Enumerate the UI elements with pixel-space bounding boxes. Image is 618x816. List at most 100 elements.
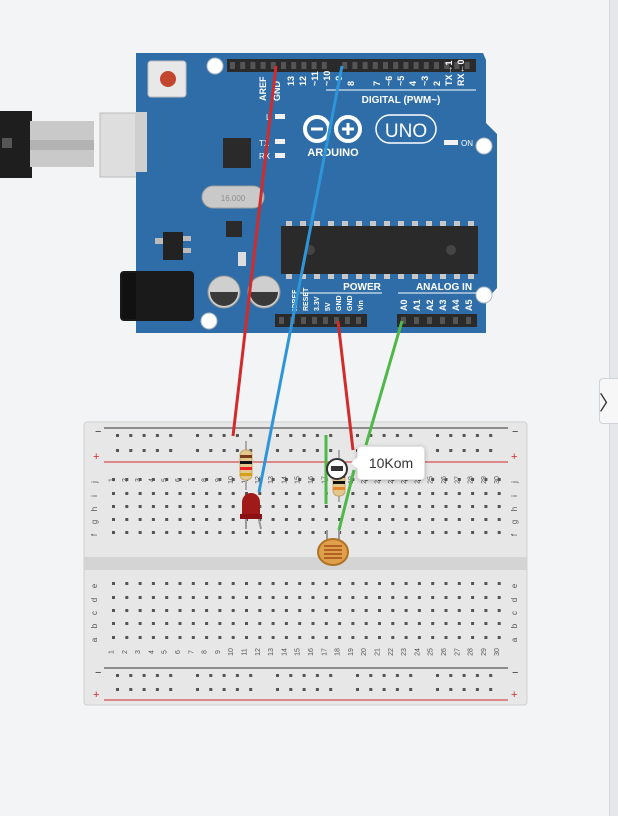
- rail-hole[interactable]: [142, 449, 146, 452]
- breadboard-hole[interactable]: [471, 582, 475, 585]
- breadboard-hole[interactable]: [218, 531, 222, 534]
- header-pin[interactable]: [342, 62, 348, 69]
- breadboard-hole[interactable]: [457, 492, 461, 495]
- breadboard-hole[interactable]: [417, 636, 421, 639]
- breadboard-hole[interactable]: [218, 492, 222, 495]
- breadboard-hole[interactable]: [258, 531, 262, 534]
- rail-hole[interactable]: [409, 674, 413, 677]
- breadboard-hole[interactable]: [218, 636, 222, 639]
- breadboard-hole[interactable]: [364, 609, 368, 612]
- breadboard-hole[interactable]: [205, 596, 209, 599]
- breadboard-hole[interactable]: [245, 582, 248, 585]
- breadboard-hole[interactable]: [484, 609, 488, 612]
- breadboard-hole[interactable]: [311, 518, 315, 521]
- rail-hole[interactable]: [356, 434, 359, 437]
- analog-header[interactable]: [397, 314, 477, 327]
- header-pin[interactable]: [250, 62, 256, 69]
- rail-hole[interactable]: [289, 688, 293, 691]
- breadboard-hole[interactable]: [258, 478, 262, 481]
- rail-hole[interactable]: [196, 674, 199, 677]
- breadboard-hole[interactable]: [497, 518, 501, 521]
- breadboard-hole[interactable]: [311, 582, 315, 585]
- header-pin[interactable]: [372, 62, 378, 69]
- rail-hole[interactable]: [315, 434, 319, 437]
- breadboard-hole[interactable]: [444, 478, 448, 481]
- breadboard-hole[interactable]: [271, 636, 275, 639]
- breadboard-hole[interactable]: [497, 478, 501, 481]
- breadboard-hole[interactable]: [378, 582, 381, 585]
- breadboard-hole[interactable]: [364, 596, 368, 599]
- breadboard-hole[interactable]: [444, 609, 448, 612]
- breadboard-hole[interactable]: [165, 636, 169, 639]
- breadboard-hole[interactable]: [112, 492, 115, 495]
- rail-hole[interactable]: [249, 688, 253, 691]
- breadboard-hole[interactable]: [338, 505, 342, 508]
- breadboard-hole[interactable]: [138, 609, 142, 612]
- rail-hole[interactable]: [289, 449, 293, 452]
- breadboard-hole[interactable]: [218, 582, 222, 585]
- breadboard-hole[interactable]: [231, 636, 235, 639]
- breadboard-hole[interactable]: [258, 636, 262, 639]
- rail-hole[interactable]: [436, 688, 439, 691]
- breadboard-hole[interactable]: [351, 518, 355, 521]
- breadboard-hole[interactable]: [417, 596, 421, 599]
- breadboard-hole[interactable]: [191, 636, 195, 639]
- breadboard-hole[interactable]: [471, 531, 475, 534]
- rail-hole[interactable]: [289, 674, 293, 677]
- rail-hole[interactable]: [169, 434, 173, 437]
- breadboard-hole[interactable]: [378, 596, 381, 599]
- breadboard-hole[interactable]: [484, 582, 488, 585]
- breadboard-hole[interactable]: [125, 582, 129, 585]
- breadboard-hole[interactable]: [404, 622, 408, 625]
- rail-hole[interactable]: [222, 674, 226, 677]
- breadboard-hole[interactable]: [484, 531, 488, 534]
- breadboard-hole[interactable]: [484, 518, 488, 521]
- header-pin[interactable]: [454, 62, 460, 69]
- rail-hole[interactable]: [462, 449, 466, 452]
- breadboard-hole[interactable]: [431, 478, 435, 481]
- breadboard-hole[interactable]: [205, 531, 209, 534]
- breadboard-hole[interactable]: [258, 492, 262, 495]
- breadboard-hole[interactable]: [444, 636, 448, 639]
- breadboard-hole[interactable]: [324, 582, 328, 585]
- breadboard-hole[interactable]: [484, 505, 488, 508]
- breadboard-hole[interactable]: [205, 505, 209, 508]
- breadboard-hole[interactable]: [378, 518, 381, 521]
- breadboard-hole[interactable]: [311, 478, 315, 481]
- breadboard-hole[interactable]: [497, 609, 501, 612]
- breadboard-hole[interactable]: [125, 478, 129, 481]
- breadboard-hole[interactable]: [284, 622, 288, 625]
- breadboard-hole[interactable]: [417, 518, 421, 521]
- breadboard-hole[interactable]: [417, 622, 421, 625]
- rail-hole[interactable]: [209, 688, 213, 691]
- header-pin[interactable]: [281, 62, 286, 69]
- header-pin[interactable]: [291, 62, 297, 69]
- breadboard-hole[interactable]: [151, 505, 155, 508]
- breadboard-hole[interactable]: [444, 531, 448, 534]
- header-pin[interactable]: [440, 317, 445, 324]
- breadboard-hole[interactable]: [231, 505, 235, 508]
- breadboard-hole[interactable]: [191, 582, 195, 585]
- breadboard-hole[interactable]: [271, 531, 275, 534]
- breadboard-hole[interactable]: [311, 492, 315, 495]
- breadboard-hole[interactable]: [191, 505, 195, 508]
- breadboard-hole[interactable]: [284, 609, 288, 612]
- breadboard-hole[interactable]: [444, 622, 448, 625]
- breadboard-hole[interactable]: [404, 609, 408, 612]
- breadboard-hole[interactable]: [484, 596, 488, 599]
- breadboard-hole[interactable]: [324, 596, 328, 599]
- breadboard-hole[interactable]: [231, 609, 235, 612]
- rail-hole[interactable]: [449, 674, 453, 677]
- rail-hole[interactable]: [489, 674, 493, 677]
- breadboard-hole[interactable]: [138, 582, 142, 585]
- breadboard-hole[interactable]: [404, 596, 408, 599]
- breadboard-hole[interactable]: [125, 622, 129, 625]
- breadboard-hole[interactable]: [245, 636, 248, 639]
- breadboard-hole[interactable]: [271, 582, 275, 585]
- breadboard-hole[interactable]: [364, 518, 368, 521]
- delete-handle-icon[interactable]: [326, 458, 348, 480]
- header-pin[interactable]: [464, 62, 470, 69]
- breadboard-hole[interactable]: [471, 636, 475, 639]
- breadboard-hole[interactable]: [258, 622, 262, 625]
- rail-hole[interactable]: [369, 434, 373, 437]
